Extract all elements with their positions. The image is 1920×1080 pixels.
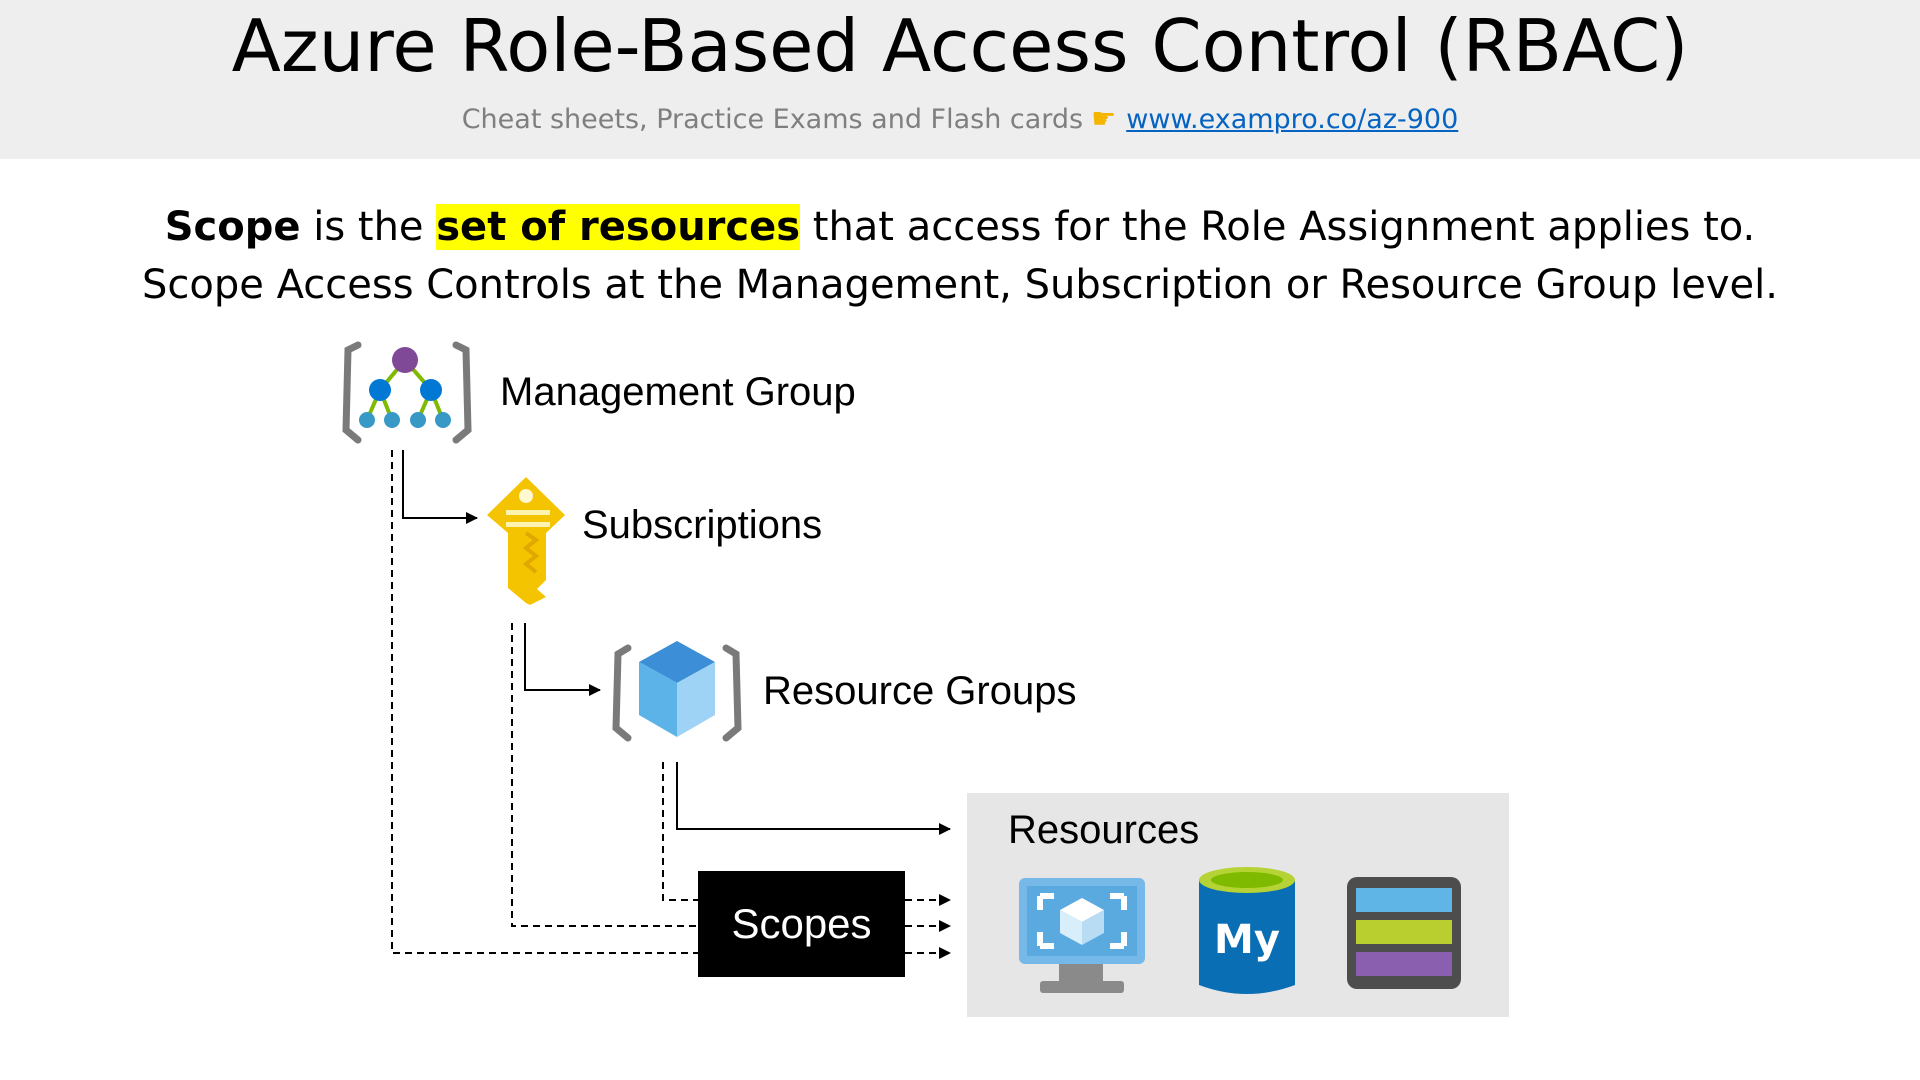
scope-term: Scope xyxy=(164,204,301,250)
pointing-hand-icon: ☛ xyxy=(1091,102,1117,135)
storage-account-icon xyxy=(1347,877,1461,989)
resources-label: Resources xyxy=(1008,808,1200,852)
scopes-box: Scopes xyxy=(698,871,905,977)
highlighted-phrase: set of resources xyxy=(436,204,801,250)
description-text: is the xyxy=(300,204,437,250)
svg-text:My: My xyxy=(1214,917,1280,963)
mysql-database-icon: My xyxy=(1199,867,1295,994)
resource-group-icon xyxy=(612,641,742,742)
connector-mg-to-sub xyxy=(402,450,478,524)
header-banner: Azure Role-Based Access Control (RBAC) C… xyxy=(0,0,1920,159)
scope-line-sub xyxy=(511,623,698,927)
scope-line-rg xyxy=(662,762,698,901)
resource-groups-label: Resource Groups xyxy=(763,669,1077,713)
description-text: that access for the Role Assignment appl… xyxy=(800,204,1756,250)
exampro-link[interactable]: www.exampro.co/az-900 xyxy=(1126,104,1459,135)
page-title: Azure Role-Based Access Control (RBAC) xyxy=(231,4,1689,88)
management-group-label: Management Group xyxy=(500,370,856,414)
subtitle: Cheat sheets, Practice Exams and Flash c… xyxy=(0,102,1920,135)
scopes-label: Scopes xyxy=(731,900,872,947)
management-group-icon xyxy=(342,341,472,444)
subtitle-text: Cheat sheets, Practice Exams and Flash c… xyxy=(461,104,1084,135)
connector-sub-to-rg xyxy=(524,623,601,696)
connector-rg-to-res xyxy=(676,762,951,835)
virtual-machine-icon xyxy=(1019,878,1145,993)
subscriptions-label: Subscriptions xyxy=(582,503,823,547)
subscription-key-icon xyxy=(487,477,565,605)
description-line-2: Scope Access Controls at the Management,… xyxy=(142,262,1778,308)
description-line-1: Scope is the set of resources that acces… xyxy=(0,204,1920,250)
